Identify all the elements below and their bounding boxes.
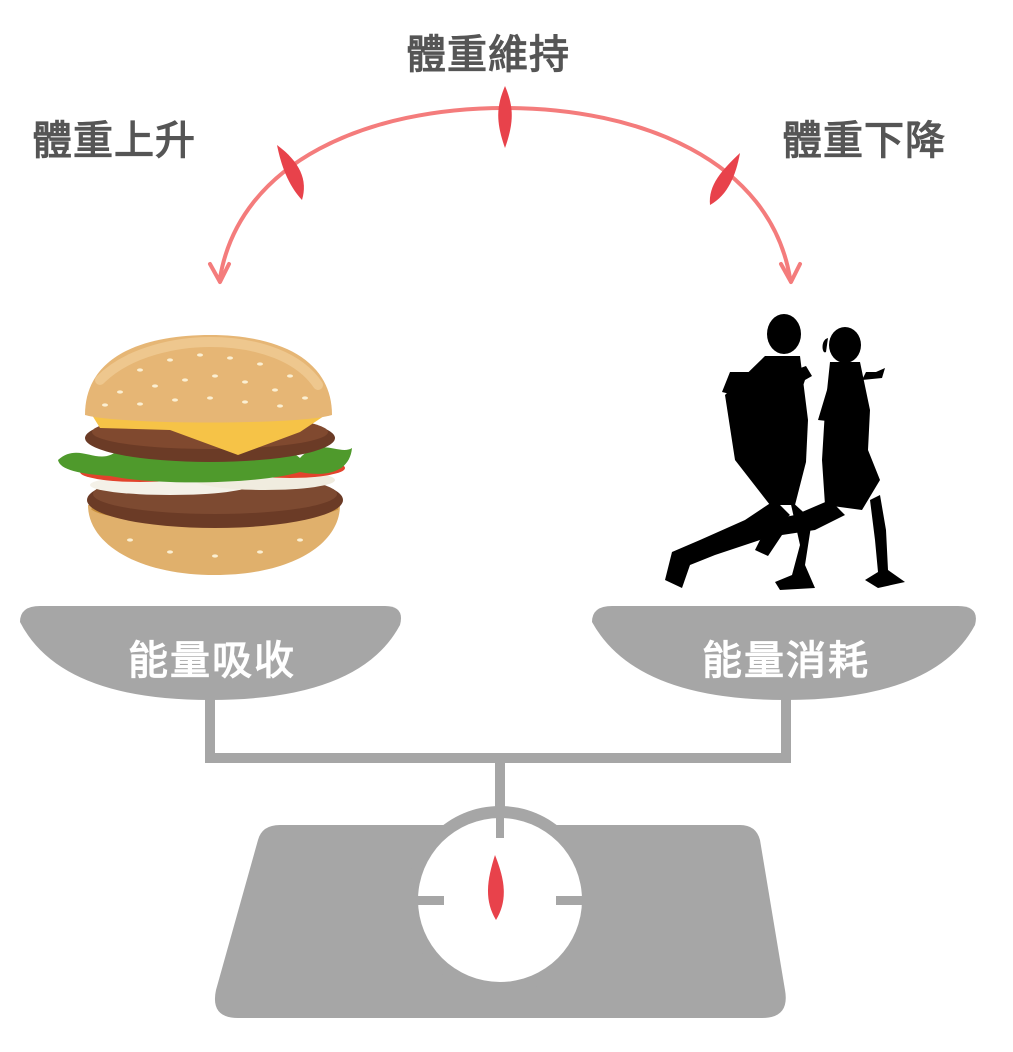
- dial-needle-icon: [487, 855, 504, 920]
- arc-marker-left: [277, 145, 304, 200]
- arc-marker-center: [498, 86, 512, 148]
- label-weight-loss: 體重下降: [782, 118, 946, 164]
- pan-label-energy-expenditure: 能量消耗: [702, 638, 870, 684]
- hamburger-icon: [40, 318, 375, 590]
- scale-base: [214, 806, 786, 1018]
- right-pan: [592, 606, 976, 700]
- left-arrowhead-icon: [208, 262, 231, 284]
- right-arrowhead-icon: [779, 262, 802, 284]
- scale-beam: [205, 698, 791, 812]
- pan-label-energy-intake: 能量吸收: [128, 638, 296, 684]
- arc-marker-right: [709, 153, 740, 205]
- runners-silhouette-icon: [665, 314, 905, 590]
- label-weight-gain: 體重上升: [32, 118, 196, 164]
- label-weight-maintain: 體重維持: [406, 32, 570, 78]
- balance-arc: [208, 86, 802, 284]
- left-pan: [20, 606, 401, 700]
